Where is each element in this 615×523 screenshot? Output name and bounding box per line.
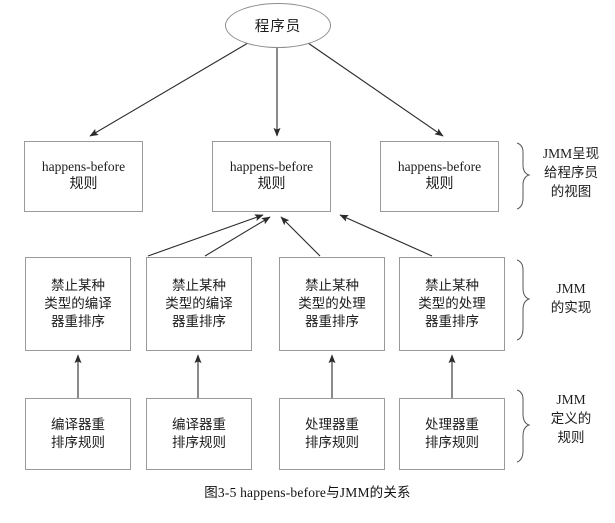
edge-programmer-to-hb-left — [89, 42, 249, 137]
node-prohibit1-line2: 类型的编译 — [44, 296, 112, 312]
node-prohibit1-line1: 禁止某种 — [51, 278, 105, 294]
node-programmer: 程序员 — [225, 3, 331, 48]
side-label-jmm-view: JMM呈现 给程序员 的视图 — [531, 144, 611, 201]
node-prohibit-3: 禁止某种 类型的处理 器重排序 — [279, 257, 385, 351]
node-rule2-line1: 编译器重 — [172, 417, 226, 433]
node-prohibit3-line2: 类型的处理 — [298, 296, 366, 312]
node-hb2-line2: 规则 — [257, 177, 286, 193]
node-rule1-line1: 编译器重 — [51, 417, 105, 433]
node-prohibit-1: 禁止某种 类型的编译 器重排序 — [25, 257, 131, 351]
side-label-jmm-implementation: JMM 的实现 — [531, 279, 611, 317]
node-rule4-line1: 处理器重 — [425, 417, 479, 433]
side-label-jmm-defined-rules: JMM 定义的 规则 — [531, 390, 611, 447]
side-label-rules-line1: JMM — [556, 392, 586, 407]
node-rule-4: 处理器重 排序规则 — [399, 398, 505, 470]
node-rule2-line2: 排序规则 — [172, 435, 226, 450]
brace-view-icon — [516, 142, 531, 210]
brace-impl-icon — [516, 259, 531, 341]
edge-programmer-to-hb-right — [307, 42, 444, 137]
node-rule-2: 编译器重 排序规则 — [146, 398, 252, 470]
node-hb1-line2: 规则 — [69, 177, 98, 193]
node-happens-before-1: happens-before 规则 — [24, 141, 143, 212]
node-programmer-label: 程序员 — [254, 19, 302, 35]
node-prohibit2-line1: 禁止某种 — [172, 278, 226, 294]
node-rule-1: 编译器重 排序规则 — [25, 398, 131, 470]
side-label-view-line3: 的视图 — [550, 184, 592, 200]
node-rule3-line2: 排序规则 — [305, 435, 359, 450]
node-prohibit4-line3: 器重排序 — [425, 313, 479, 329]
node-prohibit4-line2: 类型的处理 — [418, 296, 486, 312]
node-prohibit3-line3: 器重排序 — [305, 313, 359, 329]
node-happens-before-3: happens-before 规则 — [380, 141, 499, 212]
figure-caption: 图3-5 happens-before与JMM的关系 — [204, 485, 411, 500]
side-label-impl-line1: JMM — [556, 281, 586, 296]
side-label-rules-line3: 规则 — [557, 430, 585, 446]
side-label-view-line2: 给程序员 — [544, 165, 598, 181]
side-label-impl-line2: 的实现 — [550, 300, 592, 316]
node-hb3-line2: 规则 — [425, 177, 454, 193]
node-prohibit1-line3: 器重排序 — [51, 313, 105, 329]
side-label-view-line1: JMM呈现 — [542, 146, 600, 161]
node-rule-3: 处理器重 排序规则 — [279, 398, 385, 470]
node-hb1-line1: happens-before — [41, 159, 126, 175]
edge-prohibit1-to-hb-middle — [147, 214, 264, 257]
edge-prohibit2-to-hb-middle — [204, 216, 271, 257]
node-prohibit4-line1: 禁止某种 — [425, 278, 479, 294]
node-rule3-line1: 处理器重 — [305, 417, 359, 433]
node-rule4-line2: 排序规则 — [425, 435, 479, 450]
node-prohibit3-line1: 禁止某种 — [305, 278, 359, 294]
side-label-rules-line2: 定义的 — [550, 411, 592, 427]
edge-prohibit3-to-hb-middle — [280, 216, 321, 257]
node-prohibit2-line3: 器重排序 — [172, 313, 226, 329]
node-prohibit2-line2: 类型的编译 — [165, 296, 233, 312]
node-hb2-line1: happens-before — [229, 159, 314, 175]
node-prohibit-2: 禁止某种 类型的编译 器重排序 — [146, 257, 252, 351]
node-prohibit-4: 禁止某种 类型的处理 器重排序 — [399, 257, 505, 351]
edge-prohibit4-to-hb-middle — [339, 214, 433, 257]
node-hb3-line1: happens-before — [397, 159, 482, 175]
node-rule1-line2: 排序规则 — [51, 435, 105, 450]
brace-rules-icon — [516, 389, 531, 463]
node-happens-before-2: happens-before 规则 — [212, 141, 331, 212]
